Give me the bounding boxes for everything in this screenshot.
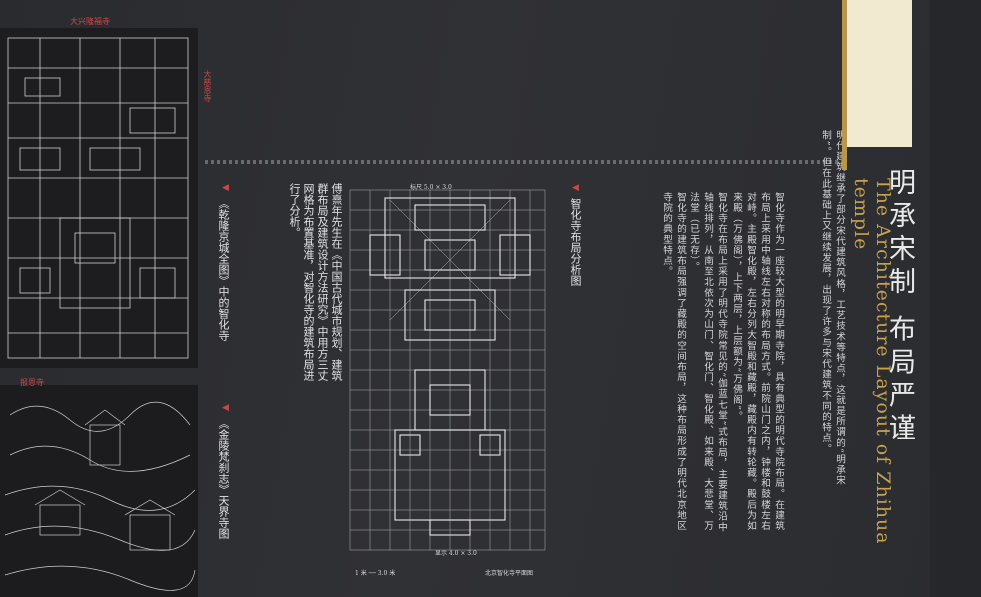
plan-label-scale: 1 米 ── 3.0 米: [355, 570, 396, 577]
body-paragraph-4: 智化寺的建筑布局强调了藏殿的空间布局，这种布局形成了明代北京地区寺院的典型特点。: [661, 192, 686, 532]
plan-note: 傅熹年先生在《中国古代城市规划、建筑群布局及建筑设计方法研究》中用方三丈网格为布…: [288, 183, 343, 381]
caption-plan: 智化寺布局分析图: [569, 198, 582, 286]
title-chinese: 明承宋制 布局严谨: [884, 168, 915, 447]
map-label-top-1: 大兴隆福寺: [70, 17, 110, 26]
body-paragraph-1: 明代建筑继承了部分宋代建筑风格，工艺技术等特点，这就是所谓的“明承宋制”。但在此…: [820, 130, 845, 486]
map-label-top-2: 大慈恩寺: [203, 70, 212, 102]
caption-map1: 《乾隆京城全图》中的智化寺: [217, 198, 230, 341]
temple-plan-diagram: [345, 180, 550, 575]
plan-label-top: 标尺 5.0 × 3.0: [410, 184, 452, 191]
title-english: The Architecture Layout of Zhihua temple: [850, 178, 894, 545]
triangle-marker-icon: ◀: [222, 183, 229, 193]
map-label-bottom-1: 报恩寺: [20, 378, 44, 387]
body-paragraph-3: 智化寺在布局上采用了明代寺院常见的“伽蓝七堂”式布局，主要建筑沿中轴线排列，从南…: [688, 192, 727, 533]
right-border: [930, 0, 981, 597]
jinling-map-image: [0, 385, 198, 597]
caption-map2: 《金陵梵刹志》天界寺图: [217, 418, 230, 539]
temple-drawing: [4, 401, 196, 591]
map-drawing: [7, 37, 189, 359]
qianlong-map-image: [0, 28, 198, 368]
plan-label-bottom: 显示 4.0 × 3.0: [435, 550, 477, 557]
body-paragraph-2: 智化寺作为一座较大型的明早期寺院，具有典型的明代寺院布局。在建筑布局上采用中轴线…: [731, 192, 784, 532]
plan-label-name: 北京智化寺平面图: [485, 570, 534, 577]
plan-svg: [349, 189, 546, 551]
triangle-marker-icon: ◀: [222, 403, 229, 413]
decorative-banner: [842, 0, 912, 147]
triangle-marker-icon: ◀: [572, 183, 579, 193]
decorative-edge: [842, 0, 847, 170]
dotted-divider: [205, 160, 845, 164]
